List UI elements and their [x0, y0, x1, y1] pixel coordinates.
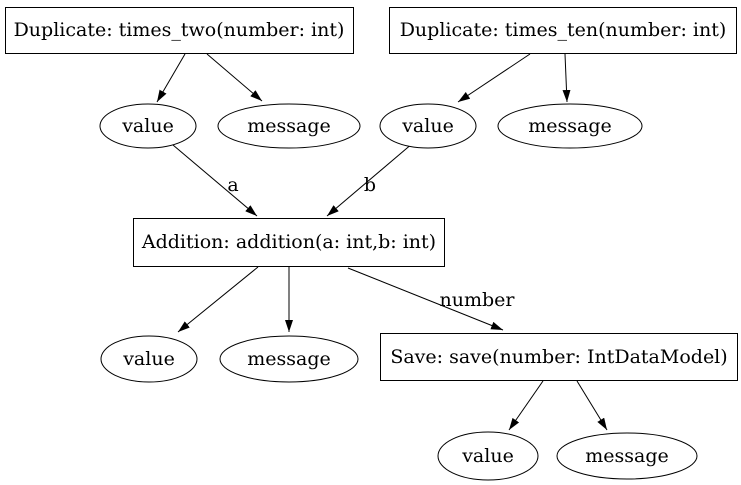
node-times-ten-value-label: value	[401, 115, 454, 137]
node-save-value-ellipse	[437, 431, 539, 481]
edge-label-b: b	[364, 174, 376, 196]
node-times-ten-message-ellipse	[497, 103, 643, 149]
node-times-two-value: value	[99, 103, 197, 149]
node-times-ten-value-ellipse	[379, 103, 477, 149]
node-save-message: message	[556, 432, 698, 480]
edge-times-two-to-value	[156, 53, 186, 103]
node-times-two-label: Duplicate: times_two(number: int)	[14, 19, 345, 41]
edge-addition-to-save-number	[347, 267, 504, 331]
node-addition-message-ellipse	[219, 335, 359, 383]
node-save-value-label: value	[461, 445, 514, 467]
edge-label-a: a	[227, 174, 238, 196]
node-save-value: value	[437, 431, 539, 481]
edge-addition-to-value	[177, 266, 259, 333]
node-addition: Addition: addition(a: int,b: int)	[133, 218, 445, 267]
node-addition-value-ellipse	[100, 335, 198, 383]
node-times-ten-box	[389, 7, 737, 54]
node-save-label: Save: save(number: IntDataModel)	[390, 346, 727, 368]
node-times-two-message-label: message	[247, 115, 331, 137]
edge-label-number: number	[440, 289, 516, 311]
node-addition-message-label: message	[247, 348, 331, 370]
node-times-two-value-ellipse	[99, 103, 197, 149]
node-times-ten-label: Duplicate: times_ten(number: int)	[400, 19, 727, 41]
edge-value-to-addition-a	[172, 144, 258, 217]
edge-times-two-to-message	[206, 53, 263, 102]
node-times-two-message-ellipse	[217, 103, 361, 149]
edge-group: a b number	[156, 53, 608, 431]
node-save: Save: save(number: IntDataModel)	[380, 333, 738, 381]
node-times-ten-message: message	[497, 103, 643, 149]
edge-save-to-message	[576, 380, 608, 431]
node-times-ten: Duplicate: times_ten(number: int)	[389, 7, 737, 54]
node-addition-label: Addition: addition(a: int,b: int)	[141, 231, 436, 253]
node-times-two-message: message	[217, 103, 361, 149]
node-times-two-value-label: value	[121, 115, 174, 137]
node-save-message-label: message	[585, 445, 669, 467]
edge-save-to-value	[508, 380, 544, 431]
node-save-message-ellipse	[556, 432, 698, 480]
edge-value-to-addition-b	[326, 142, 414, 217]
node-save-box	[380, 333, 738, 381]
node-addition-value-label: value	[122, 348, 175, 370]
node-times-ten-message-label: message	[528, 115, 612, 137]
node-addition-box	[133, 218, 445, 267]
edge-times-ten-to-message	[562, 53, 571, 103]
node-times-ten-value: value	[379, 103, 477, 149]
node-times-two: Duplicate: times_two(number: int)	[5, 7, 354, 54]
node-addition-message: message	[219, 335, 359, 383]
node-addition-value: value	[100, 335, 198, 383]
node-times-two-box	[5, 7, 354, 54]
edge-times-ten-to-value	[457, 53, 531, 103]
